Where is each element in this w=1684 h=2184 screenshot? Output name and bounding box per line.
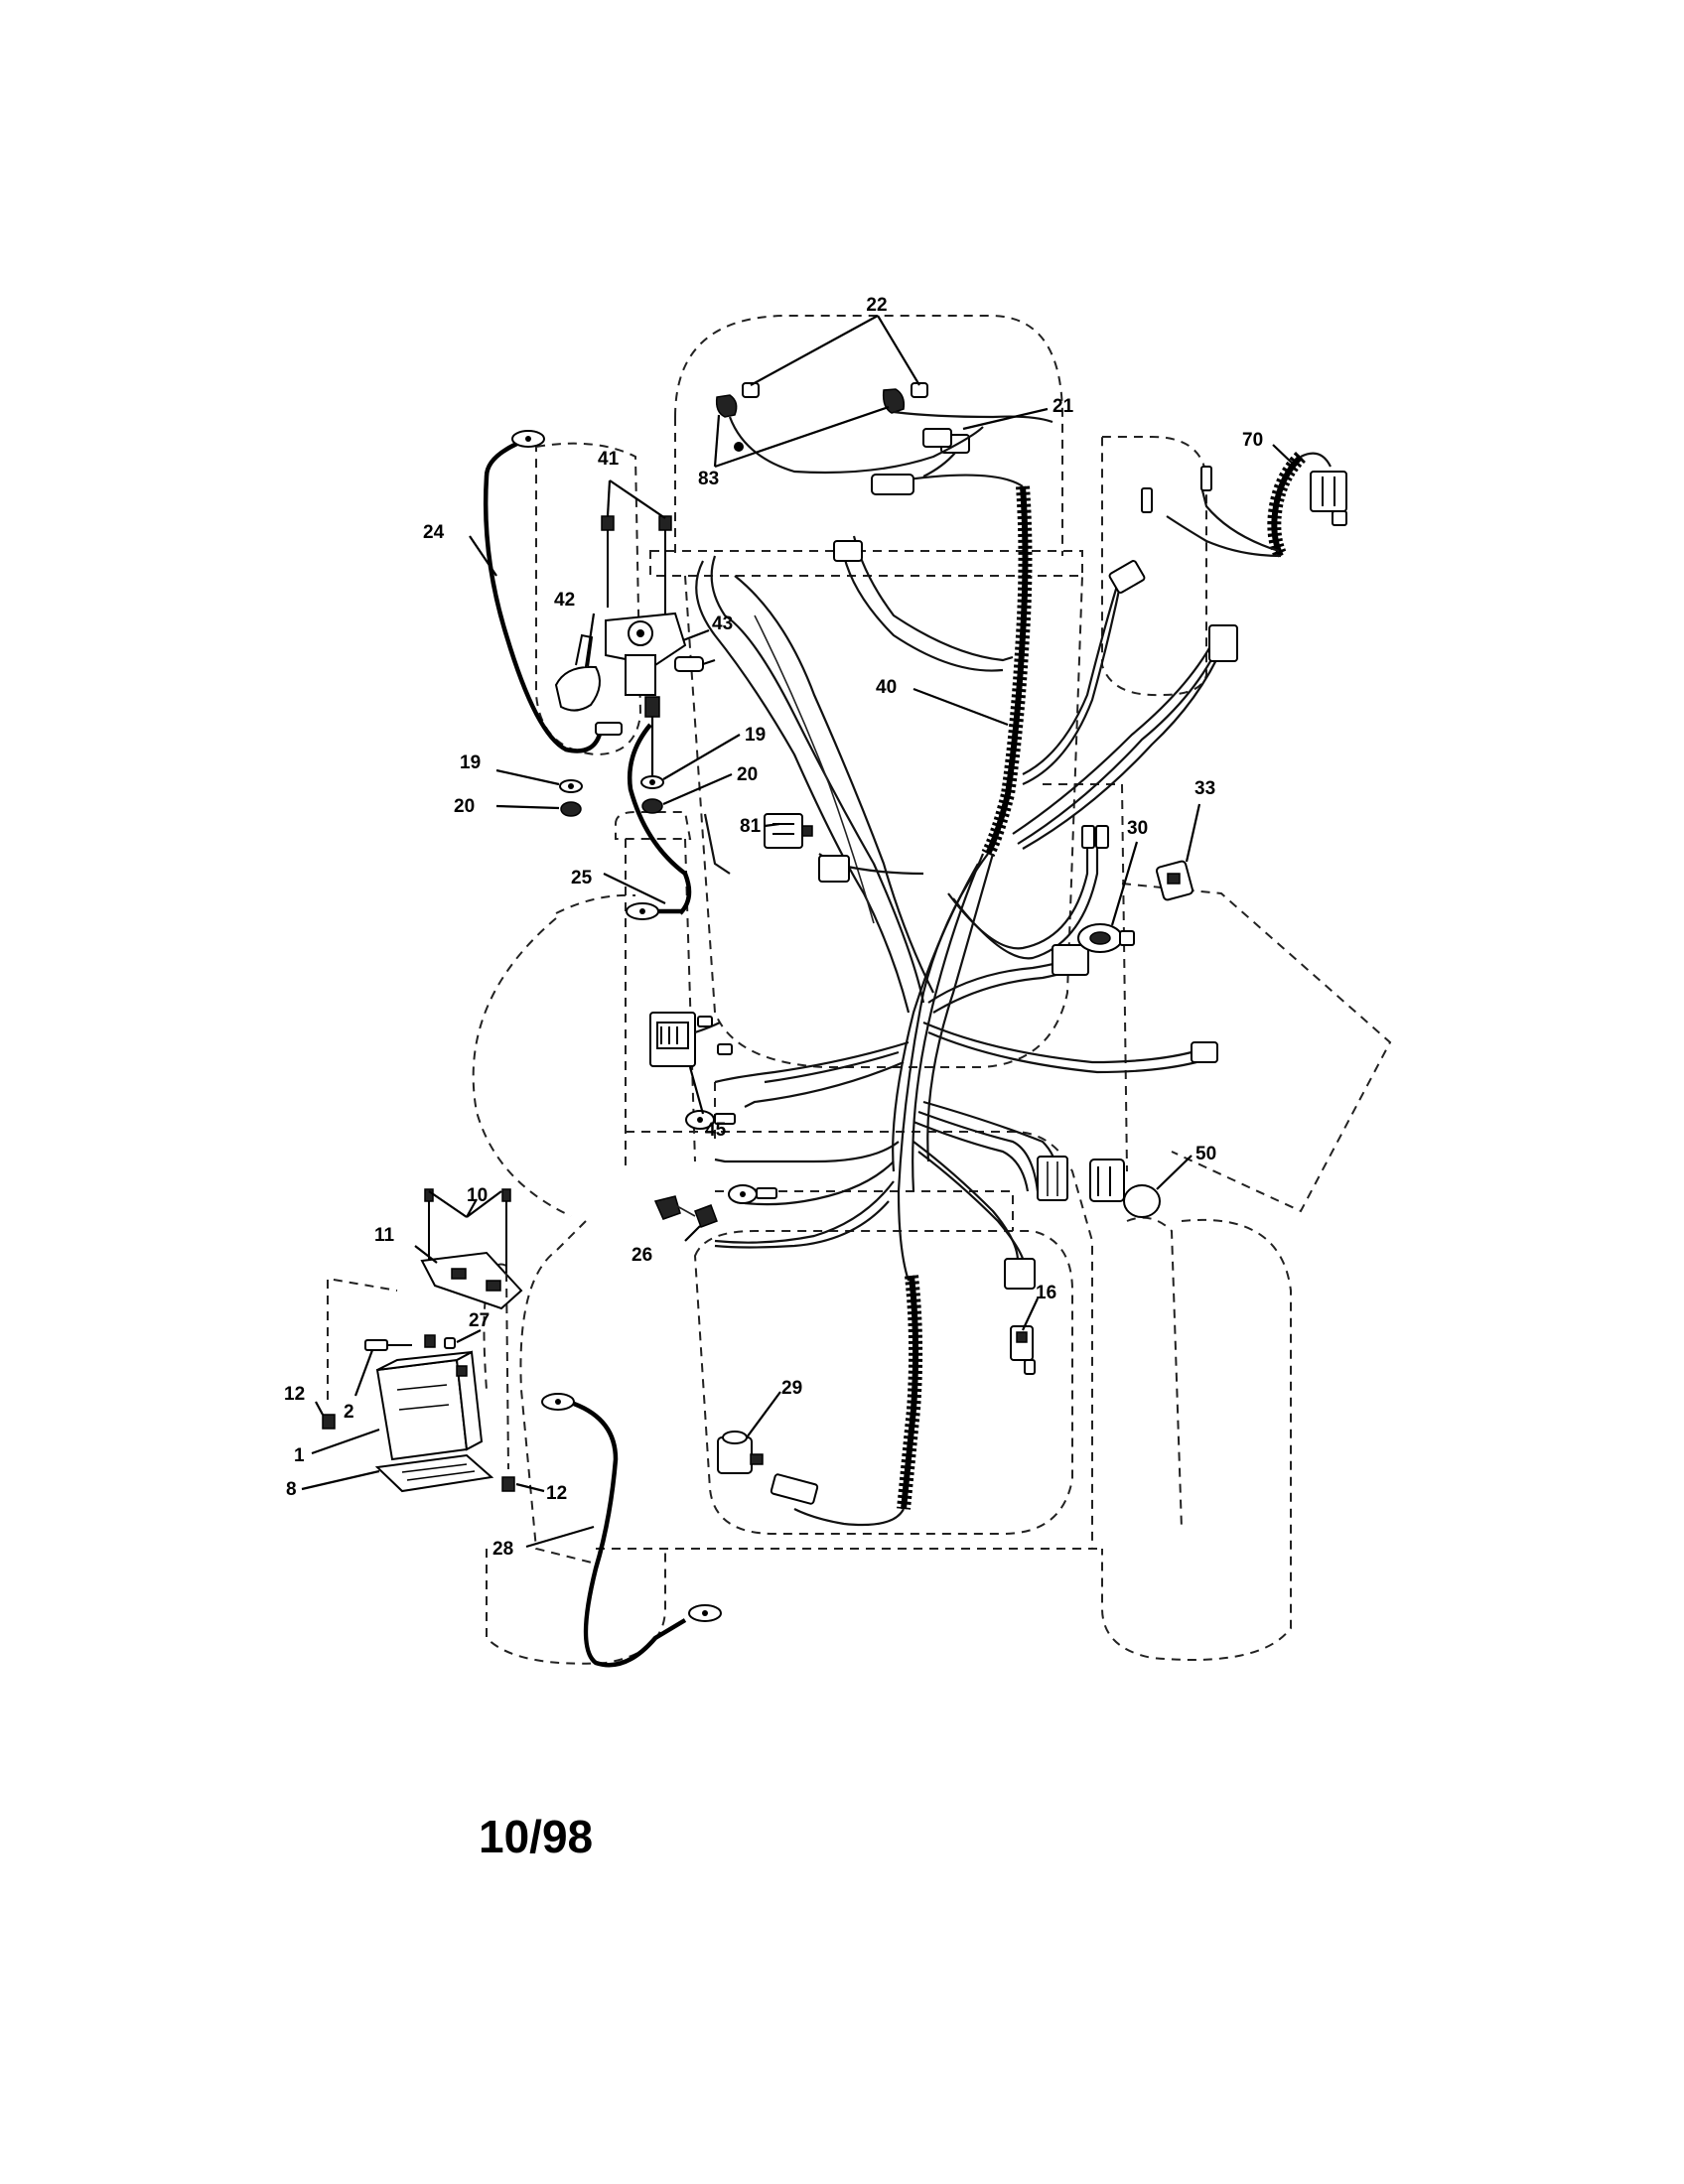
battery-cable-24 [483,430,623,753]
callout-45: 45 [705,1120,727,1141]
callout-21: 21 [1052,396,1074,417]
callout-27: 27 [469,1310,490,1331]
boot-42 [554,633,601,712]
callout-70: 70 [1242,430,1263,451]
callout-33: 33 [1194,778,1215,799]
callout-25: 25 [571,868,593,888]
part-70-harness [1141,452,1347,560]
callout-12-left: 12 [284,1384,305,1405]
leader-lines [301,315,1297,1549]
callout-10: 10 [467,1185,488,1206]
callout-28: 28 [492,1539,513,1560]
part-29 [717,1431,764,1474]
callout-19-left: 19 [460,752,481,773]
ignition-switch-30 [1077,923,1135,953]
callout-20-left: 20 [454,796,475,817]
callout-26: 26 [632,1245,652,1266]
washers-nuts [559,717,664,817]
callout-12-right: 12 [546,1483,567,1504]
callout-29: 29 [781,1378,802,1399]
callout-19-right: 19 [745,725,766,746]
callout-22: 22 [866,295,887,316]
callout-41: 41 [598,449,620,470]
callout-11: 11 [374,1225,395,1246]
callout-43: 43 [712,614,733,634]
fuse-26 [653,1195,718,1228]
switch-33 [1156,860,1193,901]
lower-coiled-harness [770,1275,923,1527]
callout-20-right: 20 [737,764,758,785]
part-21-22-83 [715,382,1053,475]
ring-terminals-mid [685,1110,777,1204]
callout-24: 24 [423,522,445,543]
solenoid-43 [601,515,716,718]
callout-30: 30 [1127,818,1148,839]
display-45 [649,1012,733,1067]
callout-83: 83 [698,469,719,489]
callout-81: 81 [740,816,762,837]
footer-date: 10/98 [479,1811,593,1862]
callout-8: 8 [286,1479,297,1500]
callout-labels: 22 21 83 70 41 24 42 43 40 19 19 20 20 8… [284,295,1263,1560]
battery-cable-28 [541,1393,722,1668]
callout-16: 16 [1036,1283,1056,1303]
battery-assembly [322,1188,523,1493]
battery-cable-25 [626,723,692,920]
callout-40: 40 [876,677,897,698]
callout-50: 50 [1195,1144,1216,1164]
callout-42: 42 [554,590,575,611]
tractor-outline [472,315,1392,1665]
part-16 [1010,1325,1036,1375]
wire-harness-40 [695,434,1238,1290]
switch-50 [1089,1159,1161,1218]
relay-81 [764,813,813,849]
callout-1: 1 [294,1445,305,1466]
callout-2: 2 [344,1402,354,1423]
